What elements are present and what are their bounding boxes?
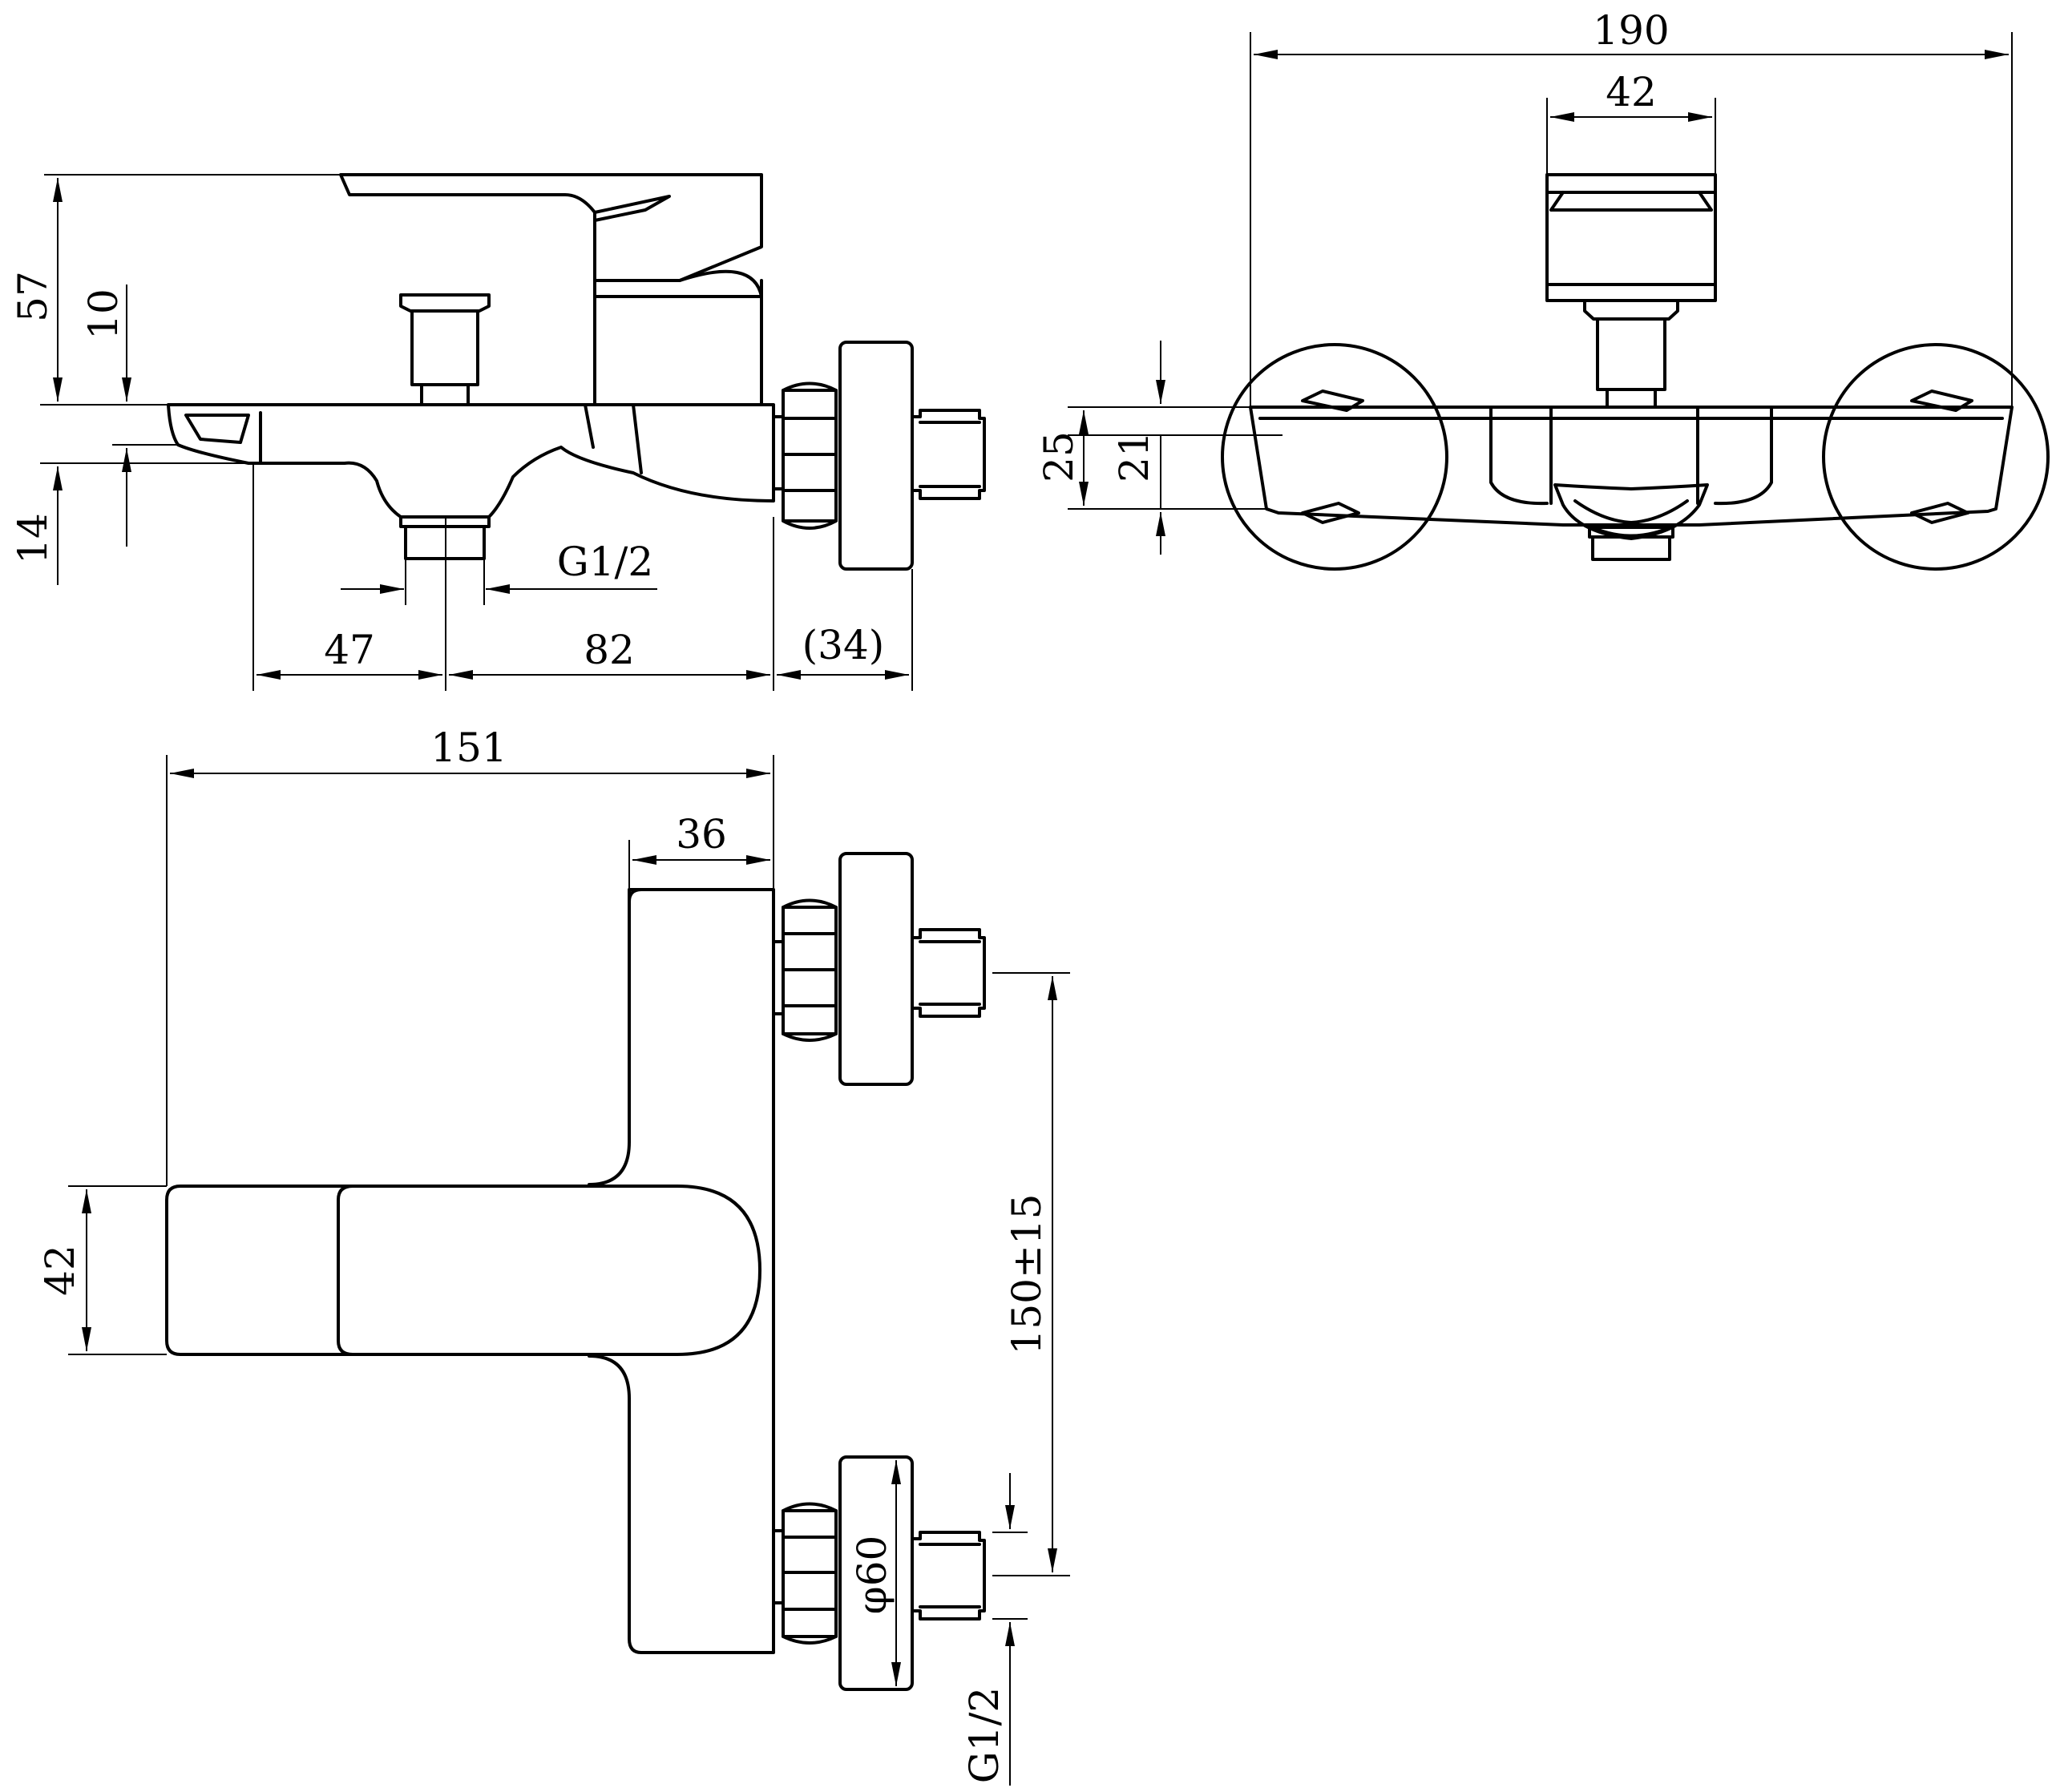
front-right-flange: [1822, 343, 2050, 571]
side-connector: [911, 409, 986, 500]
dim-47: 47: [324, 627, 375, 673]
dim-57: 57: [10, 271, 56, 322]
top-upper-connector: [772, 852, 986, 1086]
front-view: 190 42 25 21: [1036, 7, 2050, 571]
side-lever-neck: [593, 269, 763, 406]
dim-150-15: 150±15: [1004, 1194, 1050, 1355]
dim-42-top: 42: [37, 1245, 83, 1296]
dim-10: 10: [80, 289, 127, 340]
side-hex-nut: [772, 381, 838, 530]
front-body: [1249, 406, 2014, 527]
dim-190: 190: [1593, 7, 1669, 54]
side-lever-handle: [339, 173, 763, 282]
front-diverter: [1583, 299, 1679, 409]
front-lever: [1545, 173, 1717, 286]
dim-34: (34): [802, 622, 885, 668]
top-lower-connector: [772, 1455, 986, 1691]
dim-42-front: 42: [1606, 69, 1657, 115]
front-left-flange: [1221, 343, 1448, 571]
dim-14: 14: [10, 513, 56, 564]
top-view: 151 36 42 150±15 φ60 G1/2: [37, 724, 1070, 1786]
side-body: [167, 403, 775, 519]
front-shower-outlet: [1588, 526, 1674, 561]
dim-82: 82: [584, 627, 635, 673]
top-handle: [165, 1185, 761, 1356]
dim-g12-top: G1/2: [961, 1687, 1008, 1783]
side-view: 57 10 14 G1/2 47 82 (34): [10, 173, 986, 691]
side-flange: [838, 341, 914, 571]
dim-phi60: φ60: [849, 1536, 895, 1615]
top-wall-body: [588, 888, 775, 1654]
dim-g12-side: G1/2: [557, 539, 653, 585]
side-diverter-knob: [399, 293, 491, 406]
dim-21: 21: [1111, 431, 1157, 482]
dim-36: 36: [676, 811, 727, 858]
dim-151: 151: [430, 724, 507, 771]
dim-25: 25: [1036, 431, 1082, 482]
